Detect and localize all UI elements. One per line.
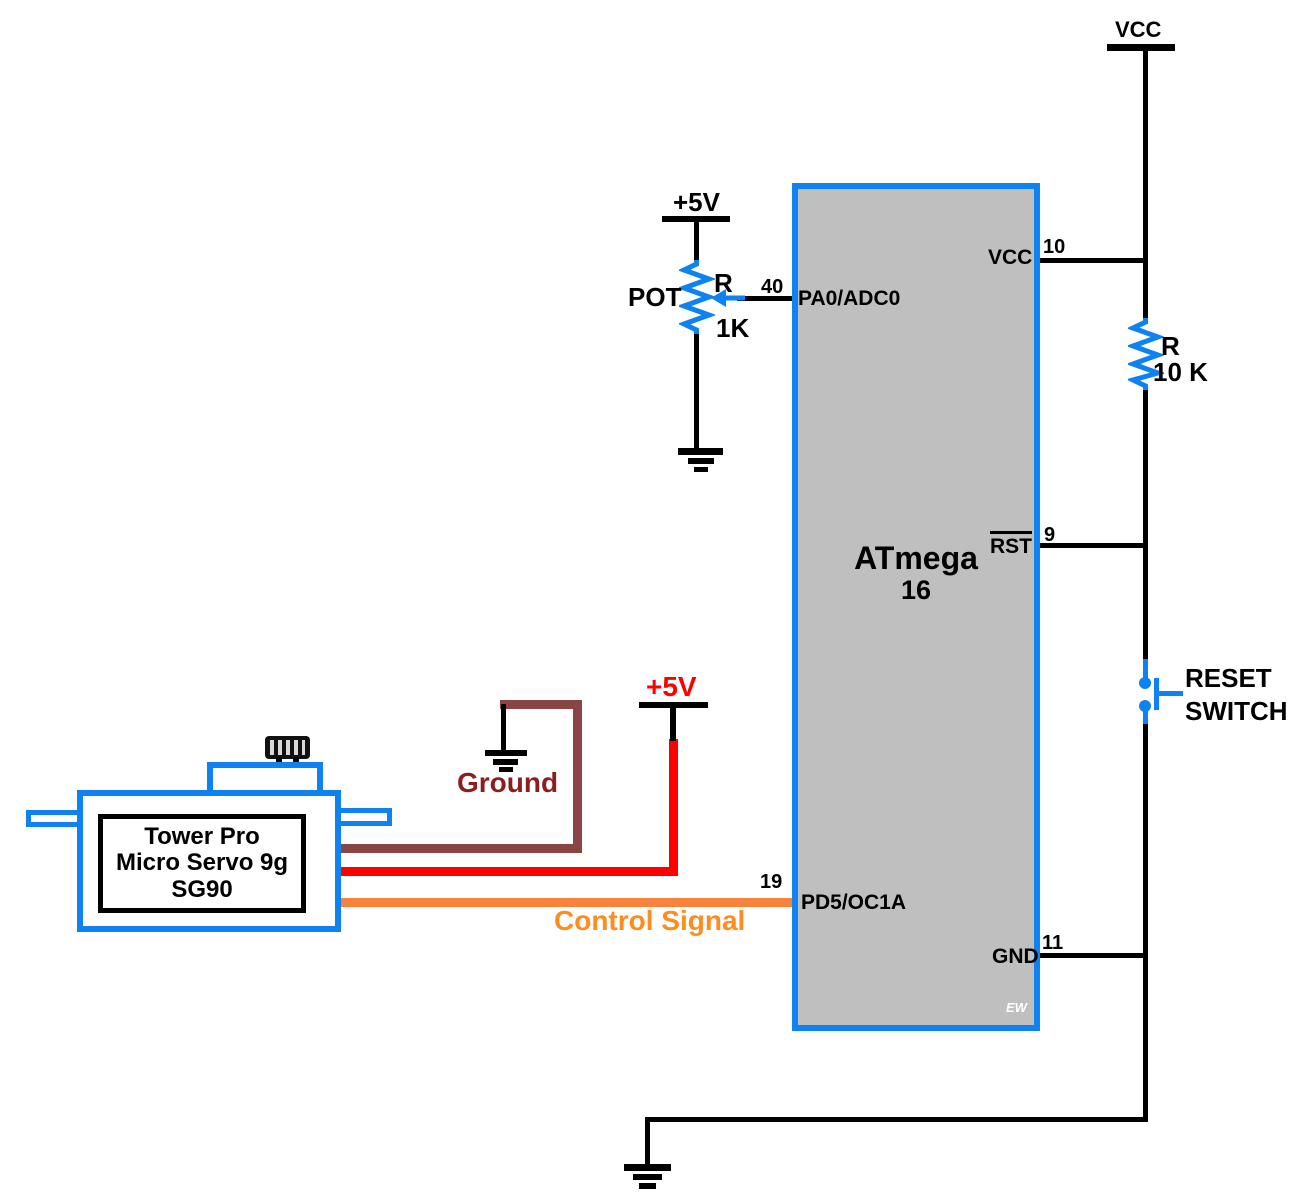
power-stub-wire [670,708,676,741]
pot-label: POT [628,282,682,312]
pin-number-10: 10 [1043,236,1066,258]
pot-supply-label: +5V [673,187,720,217]
servo-label-line1: Tower Pro [144,822,260,850]
pin-label-pa0: PA0/ADC0 [798,287,901,310]
pot-value-label: 1K [716,313,750,343]
pullup-value-label: 10 K [1153,357,1208,387]
servo-ground-wire [573,700,582,853]
servo-right-tab [336,808,392,826]
chip-name: ATmega [854,540,978,576]
pot-top-wire [694,222,699,264]
servo-label-line2: Micro Servo 9g [115,849,289,877]
servo-power-wire [341,867,678,876]
pa0-pin-wire [737,296,792,301]
ground-label: Ground [457,767,559,798]
pot-wiper-arrow-icon [711,289,745,307]
reset-switch-label-line1: RESET [1185,663,1272,693]
pin-number-40: 40 [761,276,784,298]
rst-pin-wire [1040,543,1145,548]
pot-ref-label: R [714,268,733,298]
power-bar-icon [639,702,708,708]
vcc-rail-wire [1143,51,1148,321]
potentiometer-resistor-icon [679,260,715,336]
reset-switch-label-line2: SWITCH [1185,696,1288,726]
chip-number: 16 [900,575,932,605]
chip-watermark: EW [1006,1000,1027,1015]
pin-number-19: 19 [760,871,783,893]
power-bar-icon [662,216,730,222]
pin-number-11: 11 [1042,932,1064,954]
servo-supply-label: +5V [646,671,697,702]
power-bar-icon [1107,44,1175,51]
control-signal-wire [341,898,792,907]
pin-label-rst: RST [990,531,1032,558]
servo-ground-wire [500,700,582,709]
bottom-ground-wire [645,1117,650,1166]
servo-power-wire [669,739,678,872]
vcc-rail-wire [1143,390,1148,661]
servo-name-plate: Tower Pro Micro Servo 9g SG90 [98,814,306,913]
vcc-rail-label: VCC [1115,17,1162,42]
vcc-pin-wire [1040,258,1145,263]
pullup-ref-label: R [1161,331,1180,361]
ground-stub-wire [501,704,506,751]
pin-number-9: 9 [1044,524,1056,546]
servo-label-line3: SG90 [171,875,233,903]
pin-label-pd5: PD5/OC1A [801,891,907,914]
pin-label-gnd: GND [992,945,1039,968]
gnd-rail-wire [1143,724,1148,1122]
servo-left-tab [26,810,82,827]
bottom-ground-wire [645,1117,1148,1122]
pin-label-vcc: VCC [988,246,1033,269]
servo-horn-icon [265,736,310,759]
reset-switch-label: RESET SWITCH [1185,662,1288,728]
pullup-resistor-icon [1128,318,1164,392]
servo-ground-wire [341,844,582,853]
control-signal-label: Control Signal [554,905,746,936]
atmega16-chip [792,183,1040,1031]
gnd-pin-wire [1040,953,1145,958]
pot-bottom-wire [694,334,699,449]
